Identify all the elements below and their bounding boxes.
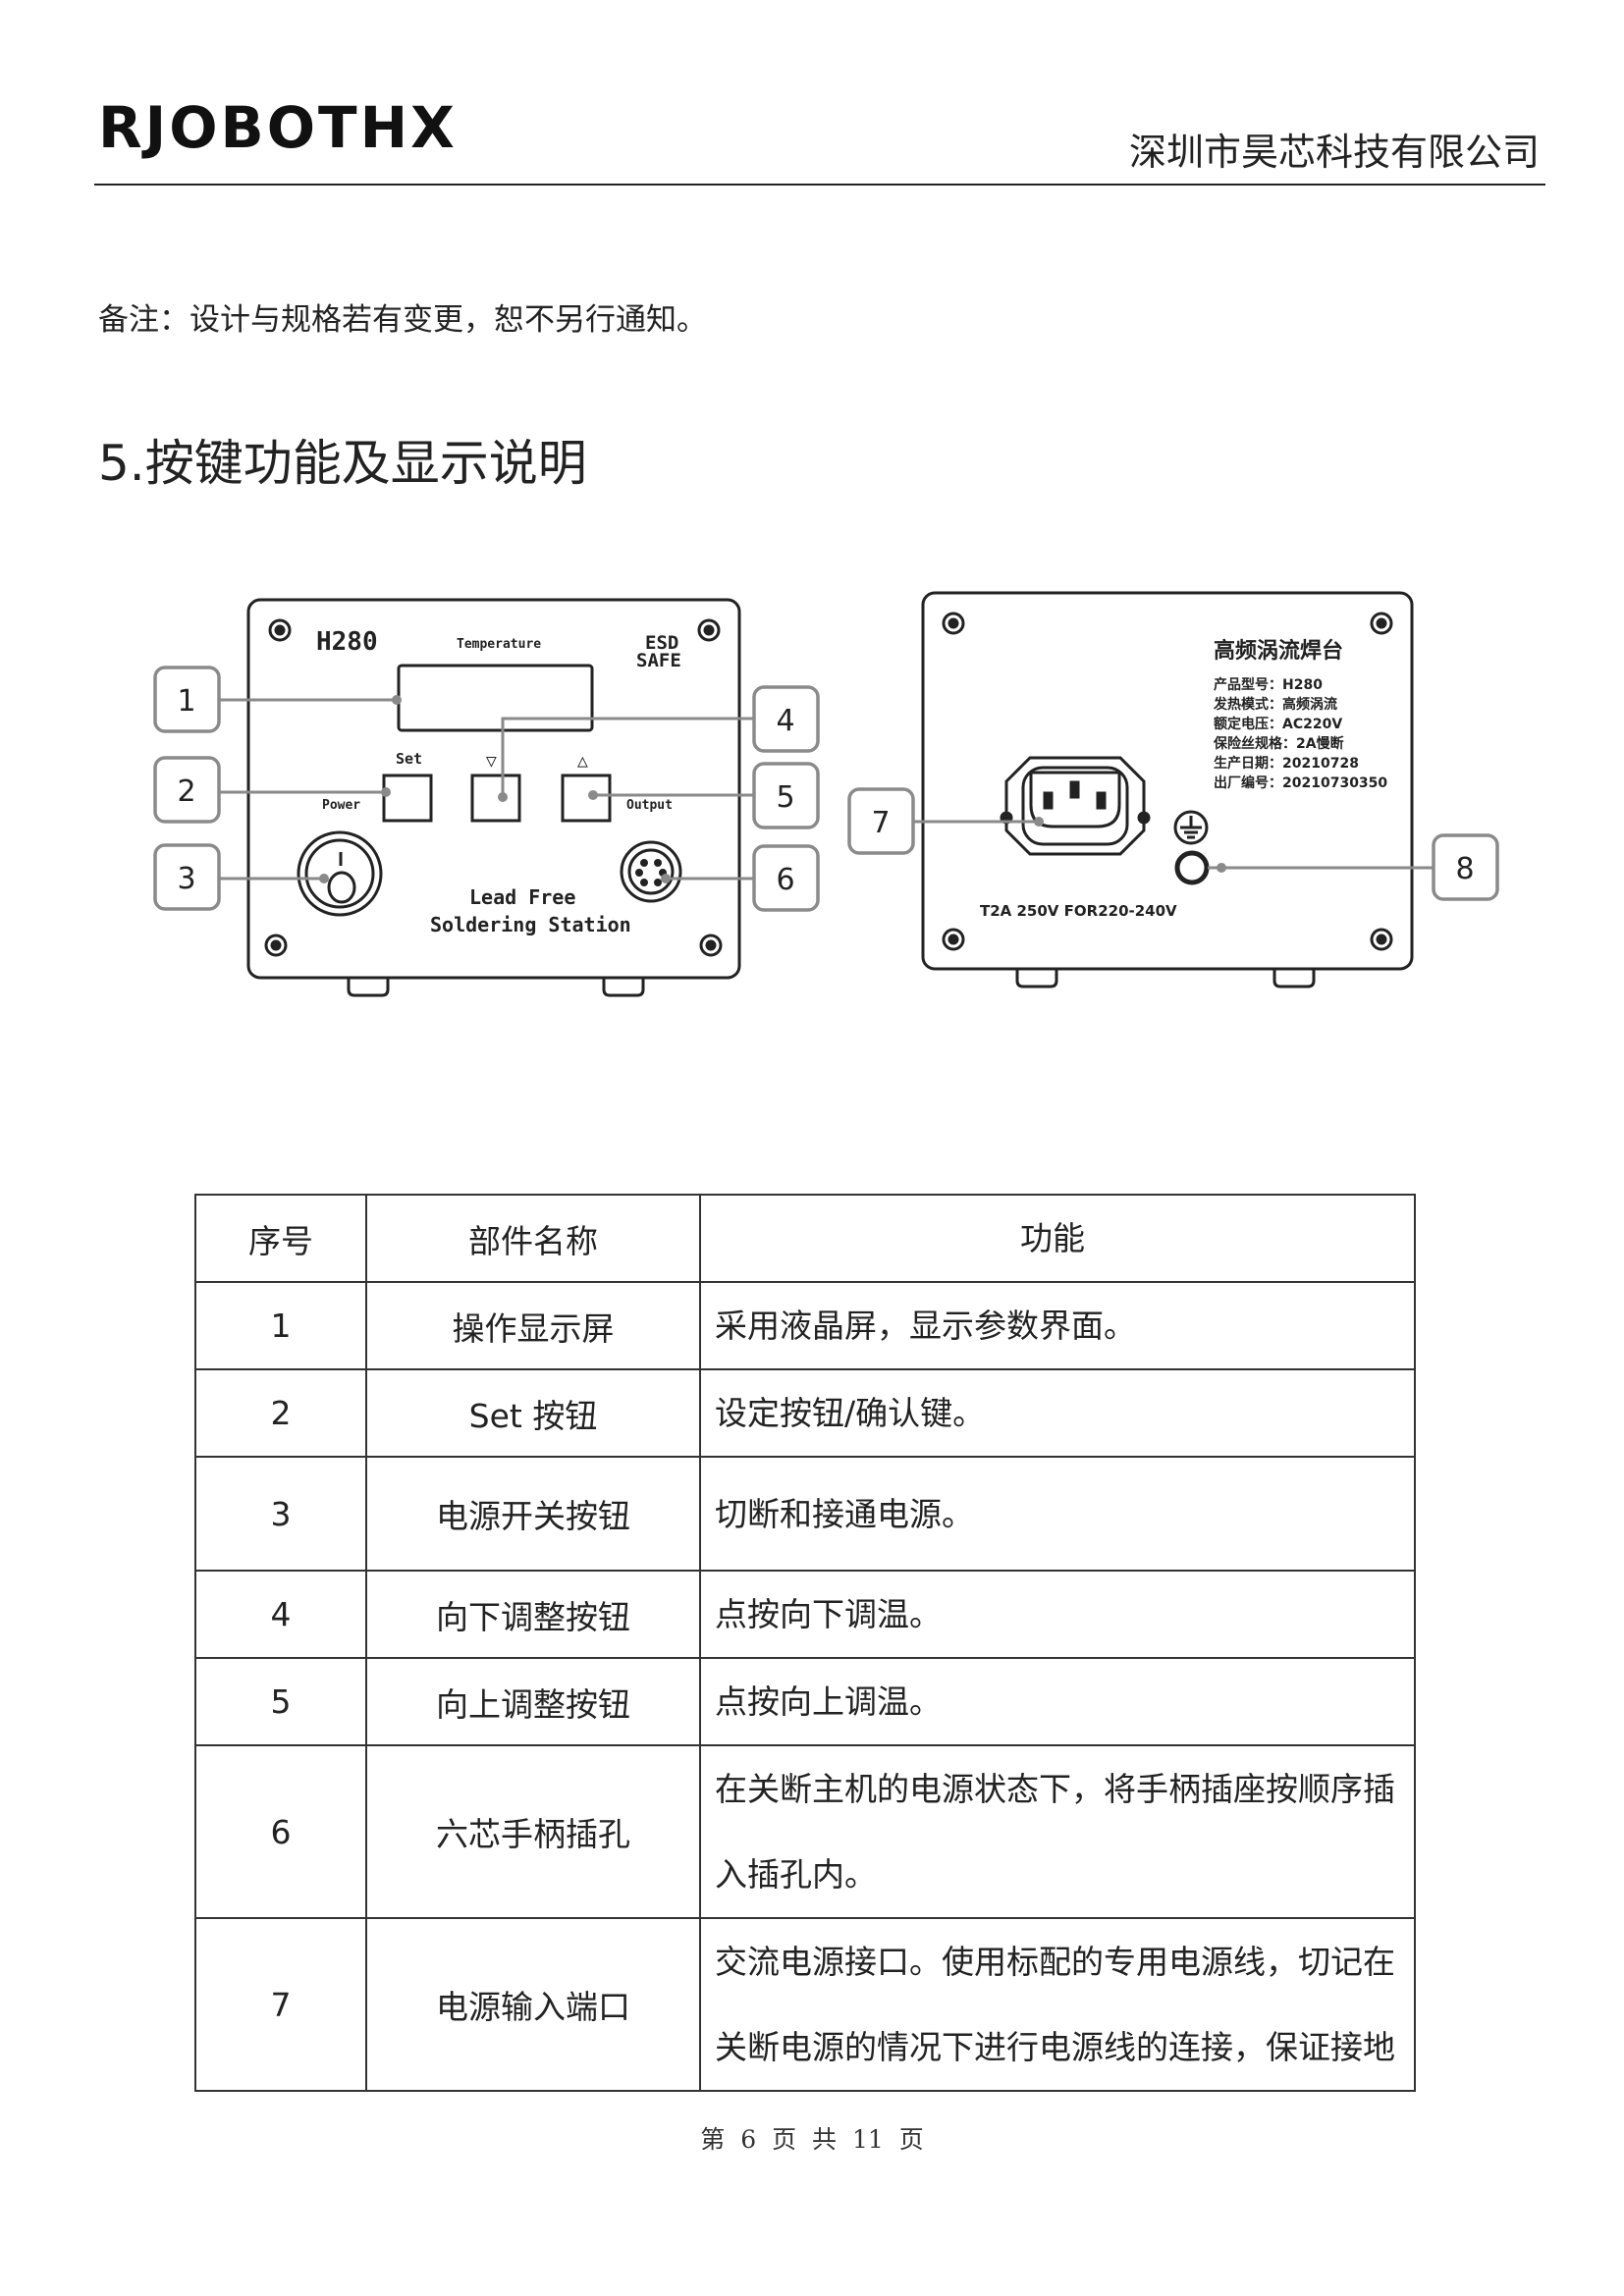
cell-name: 电源输入端口	[365, 1917, 701, 2092]
output-label: Output	[626, 798, 673, 813]
table-header-row: 序号 部件名称 功能	[194, 1194, 1416, 1283]
cell-no: 2	[194, 1368, 367, 1458]
table-row: 3 电源开关按钮 切断和接通电源。	[194, 1456, 1416, 1572]
power-switch-icon	[297, 830, 383, 917]
component-table: 序号 部件名称 功能 1 操作显示屏 采用液晶屏，显示参数界面。 2 Set 按…	[194, 1194, 1416, 2092]
cell-no: 5	[194, 1657, 367, 1746]
callout-number: 5	[776, 780, 794, 815]
set-button	[382, 774, 433, 823]
rear-spec-line: 生产日期：20210728	[1214, 755, 1359, 772]
table-row: 2 Set 按钮 设定按钮/确认键。	[194, 1368, 1416, 1458]
callout-box-3	[153, 843, 221, 911]
set-label: Set	[396, 750, 422, 768]
handle-socket-icon	[620, 840, 682, 903]
callout-box-6	[752, 844, 820, 912]
cell-function: 在关断主机的电源状态下，将手柄插座按顺序插入插孔内。	[699, 1744, 1416, 1919]
callout-number: 1	[177, 684, 195, 719]
callout-number: 2	[177, 774, 195, 809]
cell-name: 向下调整按钮	[365, 1570, 701, 1659]
cell-name: Set 按钮	[365, 1368, 701, 1458]
rear-spec-line: 产品型号：H280	[1214, 676, 1323, 693]
callout-box-2	[153, 756, 221, 824]
screw-icon	[1370, 928, 1393, 951]
section-title: 5.按键功能及显示说明	[98, 435, 587, 492]
table-row: 4 向下调整按钮 点按向下调温。	[194, 1570, 1416, 1659]
cell-name: 向上调整按钮	[365, 1657, 701, 1746]
callout-box-1	[153, 666, 221, 733]
table-row: 1 操作显示屏 采用液晶屏，显示参数界面。	[194, 1281, 1416, 1370]
screw-icon	[697, 618, 721, 642]
cell-name: 六芯手柄插孔	[365, 1744, 701, 1919]
cell-function: 设定按钮/确认键。	[699, 1368, 1416, 1458]
rear-title: 高频涡流焊台	[1214, 638, 1343, 664]
table-row: 6 六芯手柄插孔 在关断主机的电源状态下，将手柄插座按顺序插入插孔内。	[194, 1744, 1416, 1919]
header-name: 部件名称	[365, 1194, 701, 1283]
fuse-label: T2A 250V FOR220-240V	[980, 902, 1177, 920]
cell-no: 7	[194, 1917, 367, 2092]
up-button	[561, 774, 612, 823]
callout-number: 4	[776, 704, 794, 738]
cell-function: 交流电源接口。使用标配的专用电源线，切记在关断电源的情况下进行电源线的连接，保证…	[699, 1917, 1416, 2092]
lcd-display	[397, 664, 594, 732]
display-label: Temperature	[457, 637, 541, 652]
cell-no: 3	[194, 1456, 367, 1572]
rear-spec-line: 额定电压：AC220V	[1214, 716, 1342, 732]
screw-icon	[942, 928, 965, 951]
soldering-station-label: Soldering Station	[430, 913, 631, 936]
cell-name: 电源开关按钮	[365, 1456, 701, 1572]
screw-icon	[1370, 612, 1393, 635]
front-panel	[246, 598, 741, 997]
disclaimer-note: 备注：设计与规格若有变更，恕不另行通知。	[98, 302, 707, 338]
callout-box-8	[1432, 833, 1499, 901]
cell-no: 4	[194, 1570, 367, 1659]
callout-number: 6	[776, 863, 794, 897]
screw-icon	[264, 934, 288, 957]
header-divider	[94, 184, 1545, 186]
callout-number: 3	[177, 862, 195, 896]
callout-box-4	[752, 685, 820, 753]
callout-number: 8	[1455, 852, 1474, 886]
power-label: Power	[322, 798, 360, 813]
down-icon: ▽	[486, 751, 497, 772]
ground-icon	[1173, 810, 1209, 845]
power-inlet-icon	[1000, 756, 1151, 856]
page-footer: 第 6 页 共 11 页	[700, 2125, 924, 2154]
callout-number: 7	[871, 806, 890, 840]
esd-label: ESD	[645, 632, 678, 654]
rear-spec-line: 出厂编号：20210730350	[1214, 774, 1387, 791]
company-name: 深圳市昊芯科技有限公司	[1128, 131, 1540, 174]
screw-icon	[699, 934, 723, 957]
safe-label: SAFE	[636, 650, 681, 671]
cell-no: 6	[194, 1744, 367, 1919]
rear-spec-line: 发热模式：高频涡流	[1213, 696, 1337, 713]
company-logo: RJOBOTHX	[98, 94, 458, 161]
ground-terminal-icon	[1174, 850, 1210, 885]
rear-spec-line: 保险丝规格：2A慢断	[1213, 735, 1344, 752]
lead-free-label: Lead Free	[469, 885, 575, 909]
cell-function: 采用液晶屏，显示参数界面。	[699, 1281, 1416, 1370]
header-no: 序号	[194, 1194, 367, 1283]
callout-box-7	[847, 787, 915, 855]
cell-function: 切断和接通电源。	[699, 1456, 1416, 1572]
cell-function: 点按向上调温。	[699, 1657, 1416, 1746]
cell-function: 点按向下调温。	[699, 1570, 1416, 1659]
screw-icon	[268, 618, 292, 642]
callout-box-5	[752, 762, 820, 829]
header-function: 功能	[699, 1194, 1416, 1283]
up-icon: △	[577, 751, 588, 772]
cell-no: 1	[194, 1281, 367, 1370]
down-button	[470, 774, 521, 823]
rear-panel	[921, 591, 1414, 988]
front-model-label: H280	[316, 627, 378, 657]
cell-name: 操作显示屏	[365, 1281, 701, 1370]
table-row: 5 向上调整按钮 点按向上调温。	[194, 1657, 1416, 1746]
table-row: 7 电源输入端口 交流电源接口。使用标配的专用电源线，切记在关断电源的情况下进行…	[194, 1917, 1416, 2092]
screw-icon	[942, 612, 965, 635]
